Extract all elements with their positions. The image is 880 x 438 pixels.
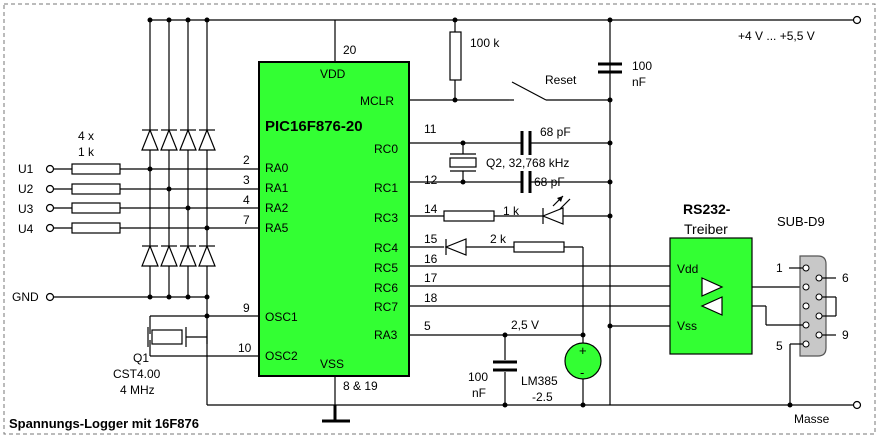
ref-voltage-label: 2,5 V: [511, 318, 539, 332]
mcu-name: PIC16F876-20: [265, 118, 363, 135]
q1-frequency: 4 MHz: [120, 383, 155, 397]
supply-decoupling-cap: [598, 17, 622, 74]
led-resistor-value: 1 k: [503, 204, 520, 218]
q1-name: Q1: [133, 351, 149, 365]
pin-number-12: 12: [424, 173, 438, 187]
ground-label: Masse: [794, 412, 830, 426]
input-label-u2: U2: [18, 182, 34, 196]
pin-label-ra5: RA5: [265, 221, 289, 235]
ref-cap-unit: nF: [472, 386, 486, 400]
gnd-input-terminal: [45, 292, 55, 302]
pin-number-11: 11: [424, 122, 437, 136]
pin-number-2: 2: [243, 153, 250, 167]
pin-number-7: 7: [243, 213, 250, 227]
pin-number-10: 10: [238, 341, 252, 355]
c2-value: 68 pF: [534, 175, 565, 189]
pin-label-osc2: OSC2: [265, 349, 298, 363]
supply-label: +4 V ... +5,5 V: [738, 29, 815, 43]
reference-circuit: [409, 238, 586, 408]
pin-label-osc1: OSC1: [265, 310, 298, 324]
ground-terminal: [852, 400, 862, 410]
lm385-plus: +: [579, 343, 587, 358]
pin-label-rc0: RC0: [374, 142, 398, 156]
c1-value: 68 pF: [540, 125, 571, 139]
connector-label: SUB-D9: [777, 214, 825, 229]
input-resistor-value: 1 k: [78, 145, 95, 159]
connector-pin-9: 9: [842, 328, 849, 342]
pin-label-rc5: RC5: [374, 261, 398, 275]
q1-type: CST4.00: [113, 367, 161, 381]
input-label-u3: U3: [18, 202, 34, 216]
lm385-name: LM385: [521, 374, 558, 388]
pin-number-17: 17: [424, 271, 438, 285]
schematic-title: Spannungs-Logger mit 16F876: [9, 416, 199, 431]
pin-label-ra1: RA1: [265, 181, 289, 195]
supply-terminal: [852, 15, 862, 25]
connector-wiring: [765, 267, 837, 408]
ref-cap-value: 100: [468, 370, 488, 384]
input-label-u1: U1: [18, 162, 34, 176]
reset-switch: [409, 81, 613, 103]
vss-label: VSS: [320, 357, 344, 371]
q2-crystal-label: Q2, 32,768 kHz: [486, 156, 569, 170]
pin-number-15: 15: [424, 232, 438, 246]
pin-label-rc6: RC6: [374, 281, 398, 295]
pin-label-ra3: RA3: [374, 328, 398, 342]
connector-pin-5: 5: [776, 339, 783, 353]
gnd-input-label: GND: [12, 290, 39, 304]
vss-pin-numbers: 8 & 19: [343, 379, 378, 393]
pin-label-rc7: RC7: [374, 300, 398, 314]
input-channel-u3: [45, 202, 259, 214]
vdd-pin-number: 20: [343, 43, 357, 57]
ref-resistor-value: 2 k: [490, 232, 507, 246]
lm385-value: -2.5: [532, 390, 553, 404]
connector-pin-1: 1: [776, 261, 783, 275]
q1-resonator: [147, 313, 259, 357]
supply-cap-unit: nF: [632, 75, 646, 89]
driver-vss-label: Vss: [677, 319, 697, 333]
reset-switch-label: Reset: [545, 73, 577, 87]
input-label-u4: U4: [18, 222, 34, 236]
pin-number-3: 3: [243, 173, 250, 187]
supply-cap-value: 100: [632, 59, 652, 73]
driver-subtitle: Treiber: [684, 221, 728, 237]
pin-number-16: 16: [424, 252, 438, 266]
pin-number-14: 14: [424, 202, 438, 216]
frame-border: [3, 3, 876, 435]
pin-label-ra2: RA2: [265, 201, 289, 215]
pin-number-18: 18: [424, 291, 438, 305]
led-circuit: [409, 195, 613, 225]
q2-crystal-circuit: [409, 131, 613, 193]
pin-label-ra0: RA0: [265, 161, 289, 175]
driver-title: RS232-: [683, 201, 731, 217]
pin-label-rc4: RC4: [374, 241, 398, 255]
lm385-reference: [564, 342, 602, 380]
input-channel-u1: [45, 163, 259, 175]
input-resistor-count: 4 x: [78, 129, 94, 143]
input-channel-u4: [45, 222, 259, 234]
pin-label-rc1: RC1: [374, 181, 398, 195]
input-channel-u2: [45, 183, 259, 195]
pin-label-rc3: RC3: [374, 211, 398, 225]
pin-number-4: 4: [243, 193, 250, 207]
pin-number-9: 9: [243, 301, 250, 315]
driver-tx-buffer: [701, 277, 724, 297]
pin-number-5: 5: [424, 319, 431, 333]
mcu-chip: [258, 61, 410, 377]
reset-resistor-value: 100 k: [470, 36, 500, 50]
vdd-label: VDD: [320, 67, 346, 81]
driver-vss-junction: [607, 323, 613, 329]
connector-pin-6: 6: [842, 271, 849, 285]
pin-label-mclr: MCLR: [360, 94, 394, 108]
clamp-diode-array: [141, 17, 216, 300]
driver-rx-buffer: [700, 296, 723, 316]
driver-vdd-label: Vdd: [677, 262, 698, 276]
rs232-driver: [669, 237, 753, 355]
reset-resistor: [449, 17, 462, 103]
lm385-minus: -: [580, 365, 584, 380]
